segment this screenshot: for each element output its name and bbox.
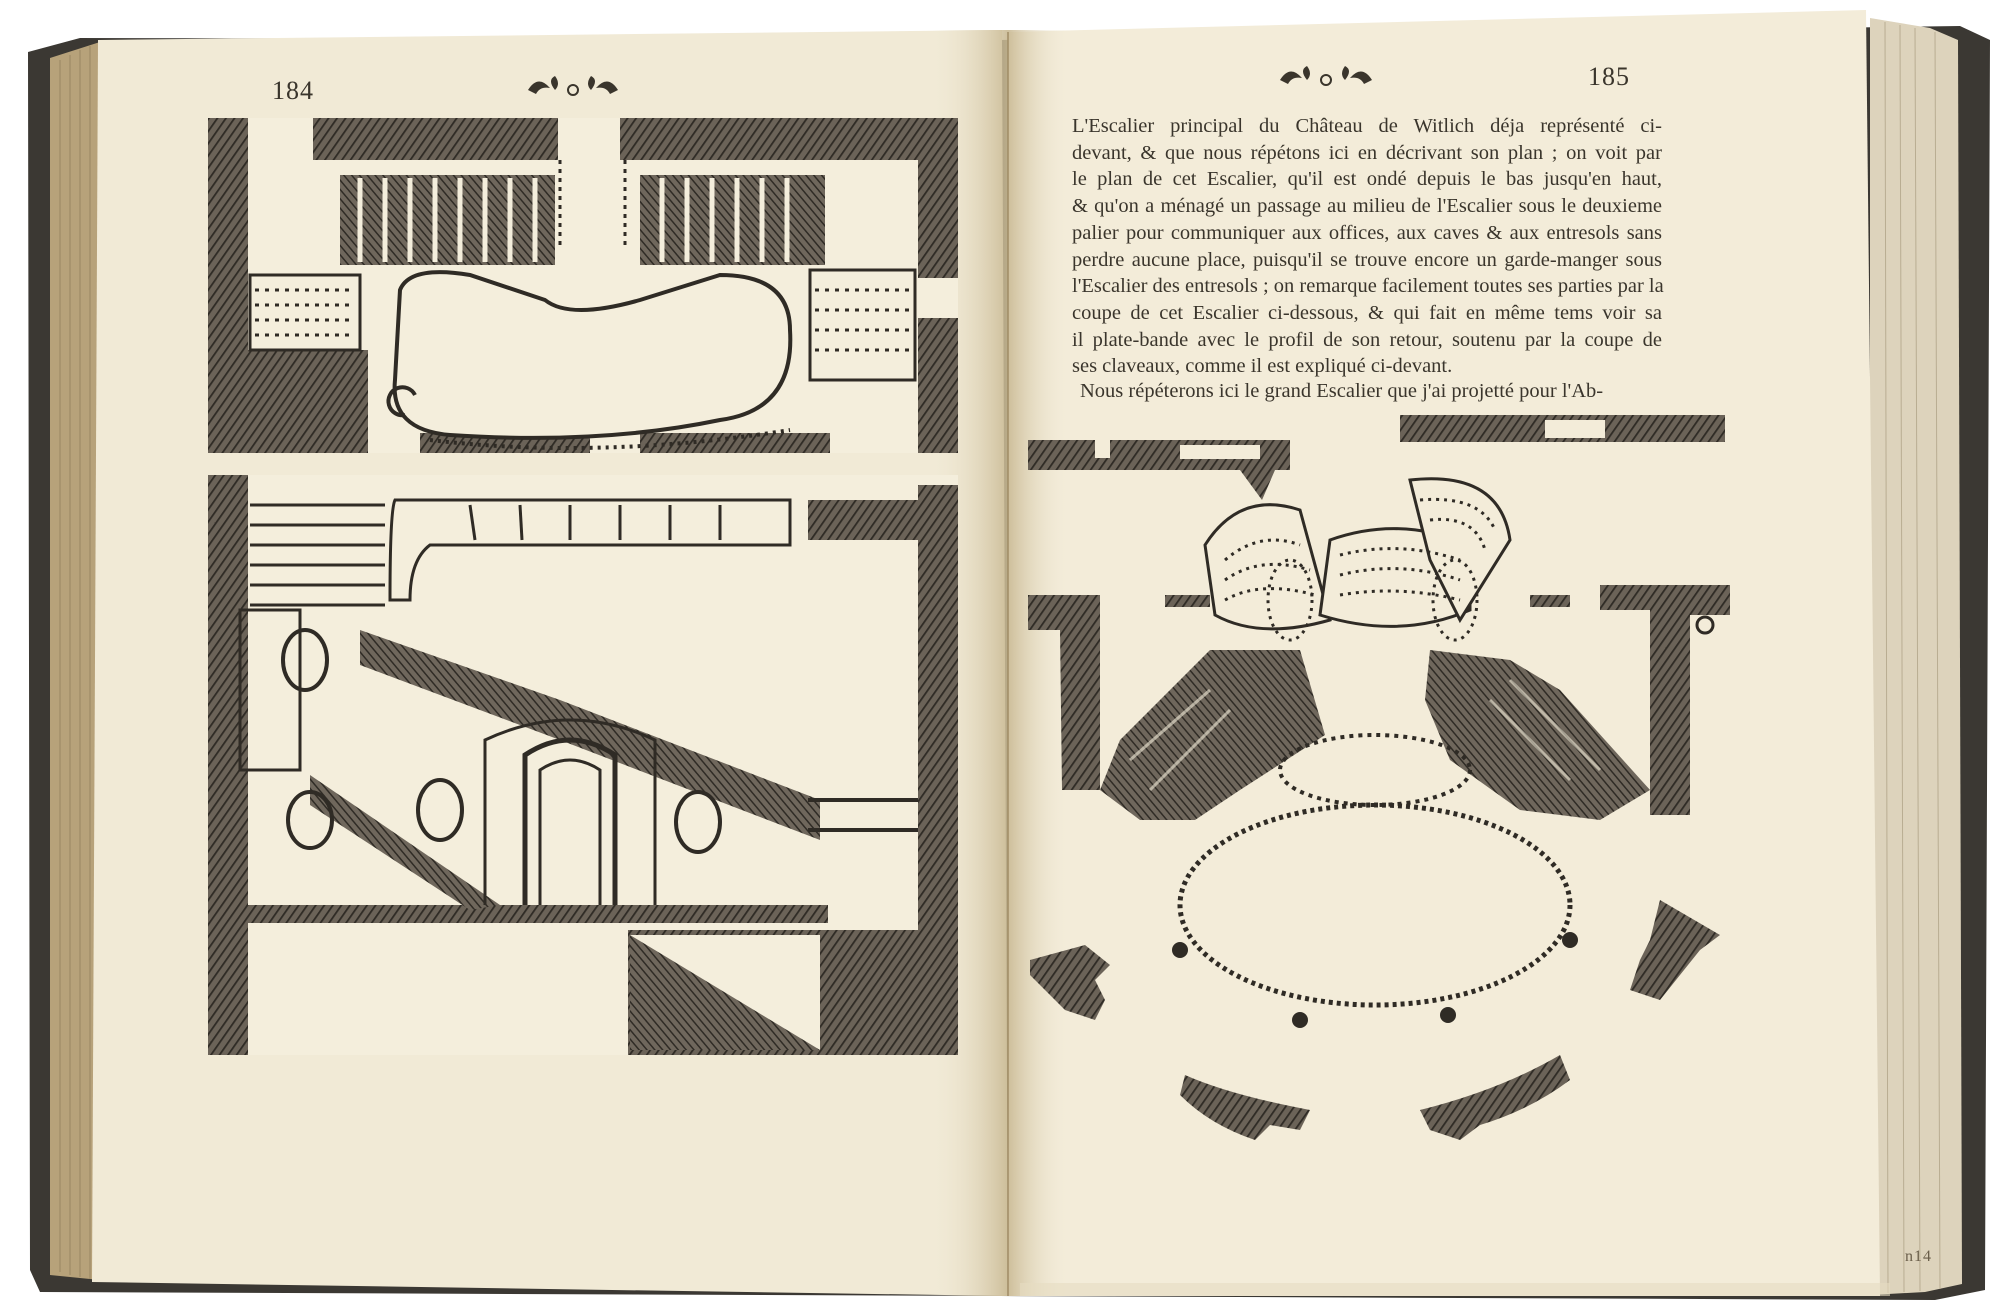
grand-staircase-oval-plan	[1028, 415, 1730, 1140]
paragraph-line: ses claveaux, comme il est expliqué ci-d…	[1072, 355, 1453, 378]
paragraph-line: perdre aucune place, puisqu'il se trouve…	[1072, 248, 1662, 271]
left-page-number: 184	[272, 76, 314, 105]
lower-staircase-section	[208, 475, 958, 1055]
right-page-number: 185	[1588, 62, 1630, 91]
paragraph-line: palier pour communiquer aux offices, aux…	[1072, 221, 1662, 244]
paragraph-line: il plate-bande avec le profil de son ret…	[1072, 328, 1662, 351]
left-headpiece-ornament	[528, 76, 618, 96]
upper-staircase-plan	[208, 118, 958, 453]
paragraph-line: coupe de cet Escalier ci-dessous, & qui …	[1072, 301, 1662, 324]
paragraph-line: L'Escalier principal du Château de Witli…	[1072, 115, 1662, 137]
edge-marks: n14	[1905, 1248, 1932, 1265]
right-page-paragraph: L'Escalier principal du Château de Witli…	[1072, 113, 1664, 380]
paragraph-line: devant, & que nous répétons ici en décri…	[1072, 141, 1662, 164]
continuation-line: Nous répéterons ici le grand Escalier qu…	[1080, 380, 1604, 402]
paragraph-line: l'Escalier des entresols ; on remarque f…	[1072, 275, 1664, 298]
right-headpiece-ornament	[1280, 66, 1372, 86]
paragraph-line: & qu'on a ménagé un passage au milieu de…	[1072, 195, 1662, 218]
paragraph-line: le plan de cet Escalier, qu'il est ondé …	[1072, 168, 1662, 191]
page-edges-left	[50, 42, 100, 1280]
